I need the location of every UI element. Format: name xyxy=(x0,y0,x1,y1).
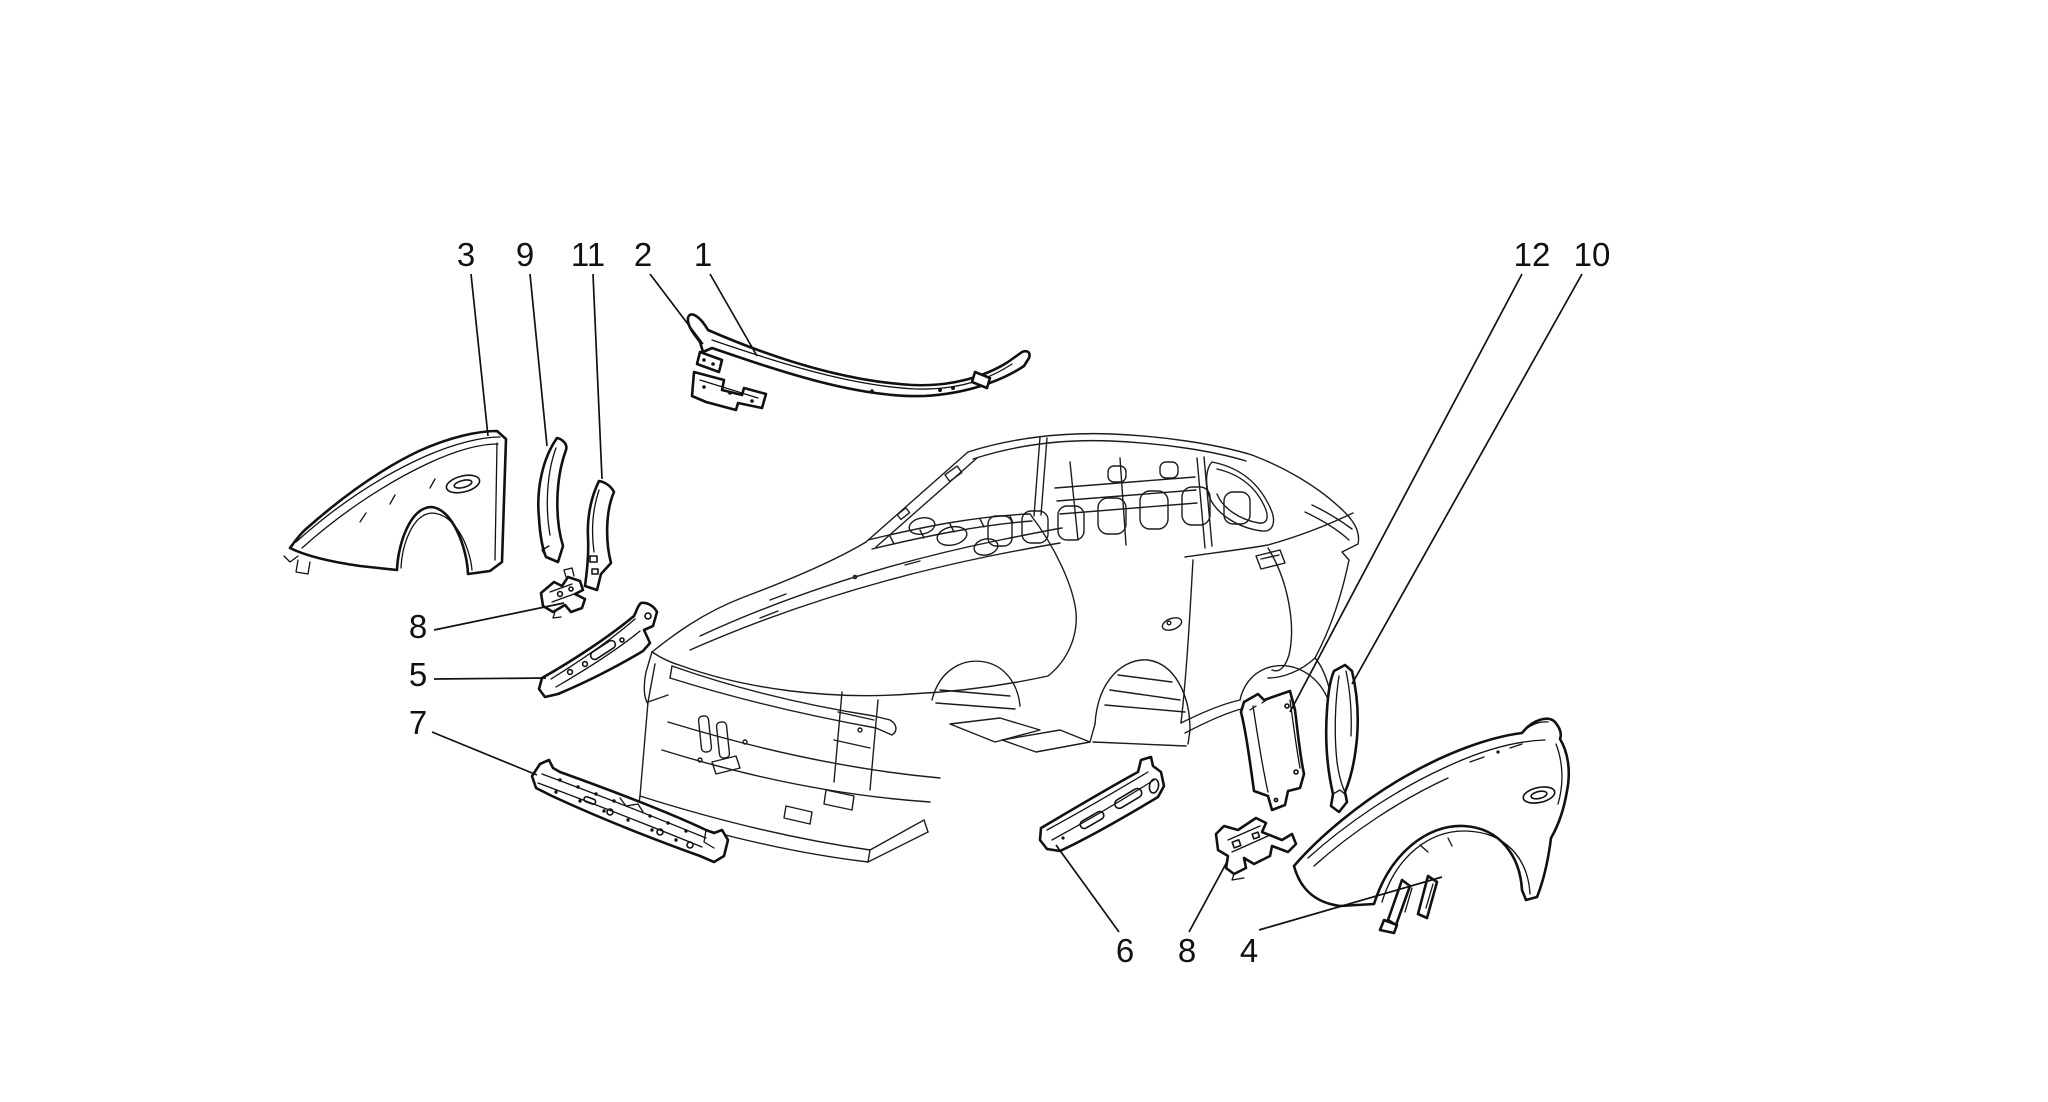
cowl-line xyxy=(867,513,1031,541)
callout-leader-6 xyxy=(1055,844,1120,933)
part-7-front-lower-panel xyxy=(530,758,730,864)
part-3-left-front-fender xyxy=(283,429,508,576)
part-2-bracket xyxy=(690,370,768,412)
door-handle-recess xyxy=(1255,549,1286,570)
hood-front-edge xyxy=(651,651,1049,697)
callout-leader-9 xyxy=(529,273,548,447)
part-9-pillar-strip xyxy=(537,436,568,564)
part-8-lower-bracket xyxy=(1214,816,1298,881)
callout-label-7-9: 7 xyxy=(409,704,427,741)
hood-outline xyxy=(651,541,867,653)
part-11-pillar-reinforcement xyxy=(583,479,616,592)
callout-leader-11 xyxy=(592,273,603,480)
door-aperture-rear-edge xyxy=(1267,547,1293,672)
upper-crossmember xyxy=(671,665,897,736)
a-pillar xyxy=(865,451,969,543)
callout-leader-2 xyxy=(649,273,704,345)
callout-label-12-5: 12 xyxy=(1514,236,1551,273)
callout-label-3-0: 3 xyxy=(457,236,475,273)
part-5-cowl-rail xyxy=(537,601,659,699)
callout-label-5-8: 5 xyxy=(409,656,427,693)
front-right-wheelhouse xyxy=(1094,659,1191,731)
hood-right-edge xyxy=(1029,513,1077,677)
frame-bottom-rail xyxy=(639,795,925,851)
quarter-window xyxy=(1205,461,1275,532)
callout-leader-8 xyxy=(433,602,565,631)
door-aperture-front-edge xyxy=(1180,559,1194,724)
callout-leader-5 xyxy=(433,677,547,680)
callout-label-9-1: 9 xyxy=(516,236,534,273)
callout-label-1-4: 1 xyxy=(694,236,712,273)
callout-leader-3 xyxy=(470,273,489,437)
hood-crease-1 xyxy=(699,527,1063,637)
callout-label-4-12: 4 xyxy=(1240,932,1258,969)
callout-leader-10 xyxy=(1351,273,1583,685)
c-pillar xyxy=(1251,454,1360,659)
front-left-wheelhouse xyxy=(931,660,1021,707)
callout-leader-8 xyxy=(1188,859,1229,933)
callout-leader-12 xyxy=(1289,273,1523,713)
callout-leader-1 xyxy=(709,273,758,357)
part-1-front-trim-strip xyxy=(686,313,1031,398)
part-10-pillar-strip-right xyxy=(1324,663,1360,814)
callout-label-2-3: 2 xyxy=(634,236,652,273)
callout-label-10-6: 10 xyxy=(1574,236,1611,273)
far-a-pillar xyxy=(1033,436,1041,517)
part-12-cowl-side-panel xyxy=(1239,689,1306,812)
hood-crease-2 xyxy=(689,542,1061,651)
part-6-reinforcement xyxy=(1038,755,1166,853)
car-body-shell-illustration xyxy=(637,432,1360,863)
callout-label-11-2: 11 xyxy=(571,236,605,273)
callout-leader-7 xyxy=(431,731,538,776)
part-8-upper-bracket xyxy=(539,567,587,619)
roof-line xyxy=(967,432,1253,456)
callout-label-8-11: 8 xyxy=(1178,932,1196,969)
part-4-right-front-fender xyxy=(1292,717,1571,935)
callout-label-6-10: 6 xyxy=(1116,932,1134,969)
callout-leader-4 xyxy=(1258,876,1443,931)
callout-label-8-7: 8 xyxy=(409,608,427,645)
